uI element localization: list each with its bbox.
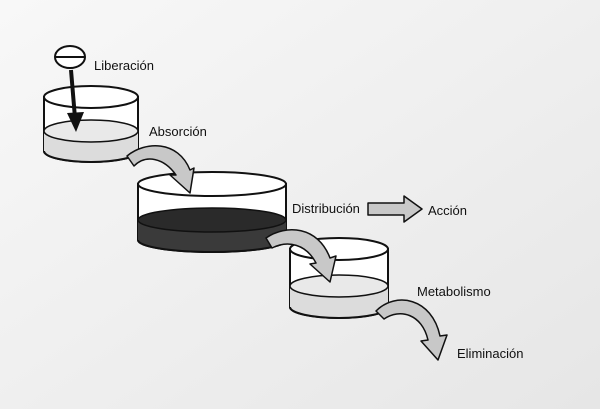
- absorption-arrow: [126, 145, 195, 194]
- liquid-dark: [138, 220, 286, 252]
- liquid-surface: [289, 274, 389, 298]
- label-metabolismo: Metabolismo: [417, 284, 491, 299]
- elimination-arrow: [375, 299, 448, 361]
- liquid-light: [290, 286, 388, 318]
- label-eliminacion: Eliminación: [457, 346, 524, 361]
- liquid-surface: [137, 207, 287, 233]
- label-absorcion: Absorción: [149, 124, 207, 139]
- container-distribution: [137, 171, 287, 253]
- release-arrow: [67, 69, 84, 132]
- label-accion: Acción: [428, 203, 468, 218]
- distribution-arrow: [265, 229, 337, 283]
- action-arrow: [367, 195, 423, 223]
- container-rim: [43, 85, 139, 109]
- label-liberacion: Liberación: [94, 58, 154, 73]
- liquid-surface: [43, 119, 139, 143]
- container-rim: [137, 171, 287, 197]
- liquid-light: [44, 131, 138, 162]
- label-distribucion: Distribución: [292, 201, 360, 216]
- container-liberation: [43, 85, 139, 163]
- pill-icon: [54, 45, 86, 69]
